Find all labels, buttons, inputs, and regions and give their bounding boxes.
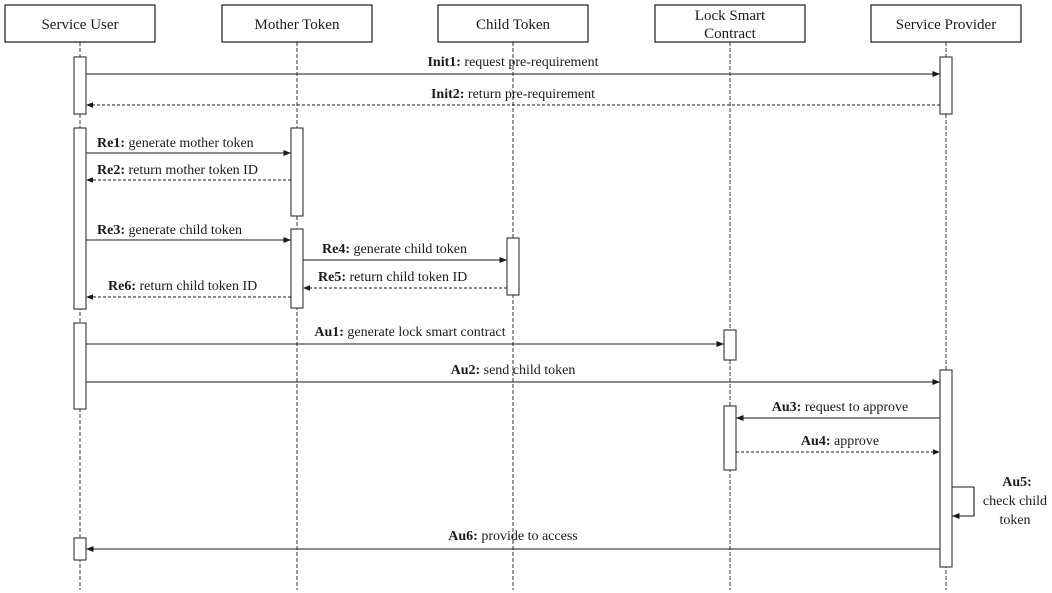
participant-label-line2: Contract [704, 26, 756, 42]
participant-mother-token: Mother Token [221, 4, 373, 43]
message-re5-label: Re5: return child token ID [318, 270, 467, 285]
message-re2: Re2: return mother token ID [86, 163, 291, 183]
participant-service-provider: Service Provider [870, 4, 1022, 43]
message-au3: Au3: request to approve [736, 400, 940, 422]
activation-user-auth [73, 322, 87, 410]
activation-user-init [73, 56, 87, 115]
participant-label: Service User [41, 17, 118, 33]
activation-mother-1 [290, 127, 304, 217]
message-au4: Au4: approve [736, 434, 940, 455]
participant-child-token: Child Token [437, 4, 589, 43]
message-au4-label: Au4: approve [801, 434, 879, 449]
activation-provider-init [939, 56, 953, 115]
participant-label: Child Token [476, 17, 551, 33]
message-au6: Au6: provide to access [86, 529, 940, 553]
message-re5: Re5: return child token ID [303, 270, 507, 291]
message-au5-line2: token [999, 513, 1030, 528]
message-au2: Au2: send child token [86, 363, 940, 386]
message-re3: Re3: generate child token [86, 223, 291, 244]
activation-provider-auth [939, 369, 953, 568]
message-re6-label: Re6: return child token ID [108, 279, 257, 294]
message-init1: Init1: request pre-requirement [86, 55, 940, 78]
participant-lock-smart-contract: Lock Smart Contract [654, 4, 806, 43]
activation-mother-2 [290, 228, 304, 309]
message-re1-label: Re1: generate mother token [97, 136, 254, 151]
message-init1-label: Init1: request pre-requirement [427, 55, 598, 70]
participant-label: Service Provider [896, 17, 996, 33]
message-init2: Init2: return pre-requirement [86, 87, 940, 108]
message-re2-label: Re2: return mother token ID [97, 163, 258, 178]
message-re6: Re6: return child token ID [86, 279, 291, 300]
message-re3-label: Re3: generate child token [97, 223, 242, 238]
message-au5: Au5: check child token [952, 475, 1047, 528]
activation-lock-1 [723, 329, 737, 361]
participant-service-user: Service User [4, 4, 156, 43]
message-au2-label: Au2: send child token [451, 363, 576, 378]
activation-lock-2 [723, 405, 737, 471]
activation-child [506, 237, 520, 296]
message-au1: Au1: generate lock smart contract [86, 325, 724, 348]
message-au5-code: Au5: [1002, 475, 1032, 490]
participant-label: Mother Token [255, 17, 340, 33]
message-init2-label: Init2: return pre-requirement [431, 87, 595, 102]
participant-label: Lock Smart [695, 8, 766, 24]
message-au6-label: Au6: provide to access [448, 529, 577, 544]
message-au3-label: Au3: request to approve [772, 400, 908, 415]
activation-user-register [73, 127, 87, 310]
message-re4: Re4: generate child token [303, 242, 507, 264]
activation-user-access [73, 537, 87, 561]
message-au5-line1: check child [983, 494, 1047, 509]
message-re1: Re1: generate mother token [86, 136, 291, 157]
message-re4-label: Re4: generate child token [322, 242, 467, 257]
message-au1-label: Au1: generate lock smart contract [314, 325, 505, 340]
